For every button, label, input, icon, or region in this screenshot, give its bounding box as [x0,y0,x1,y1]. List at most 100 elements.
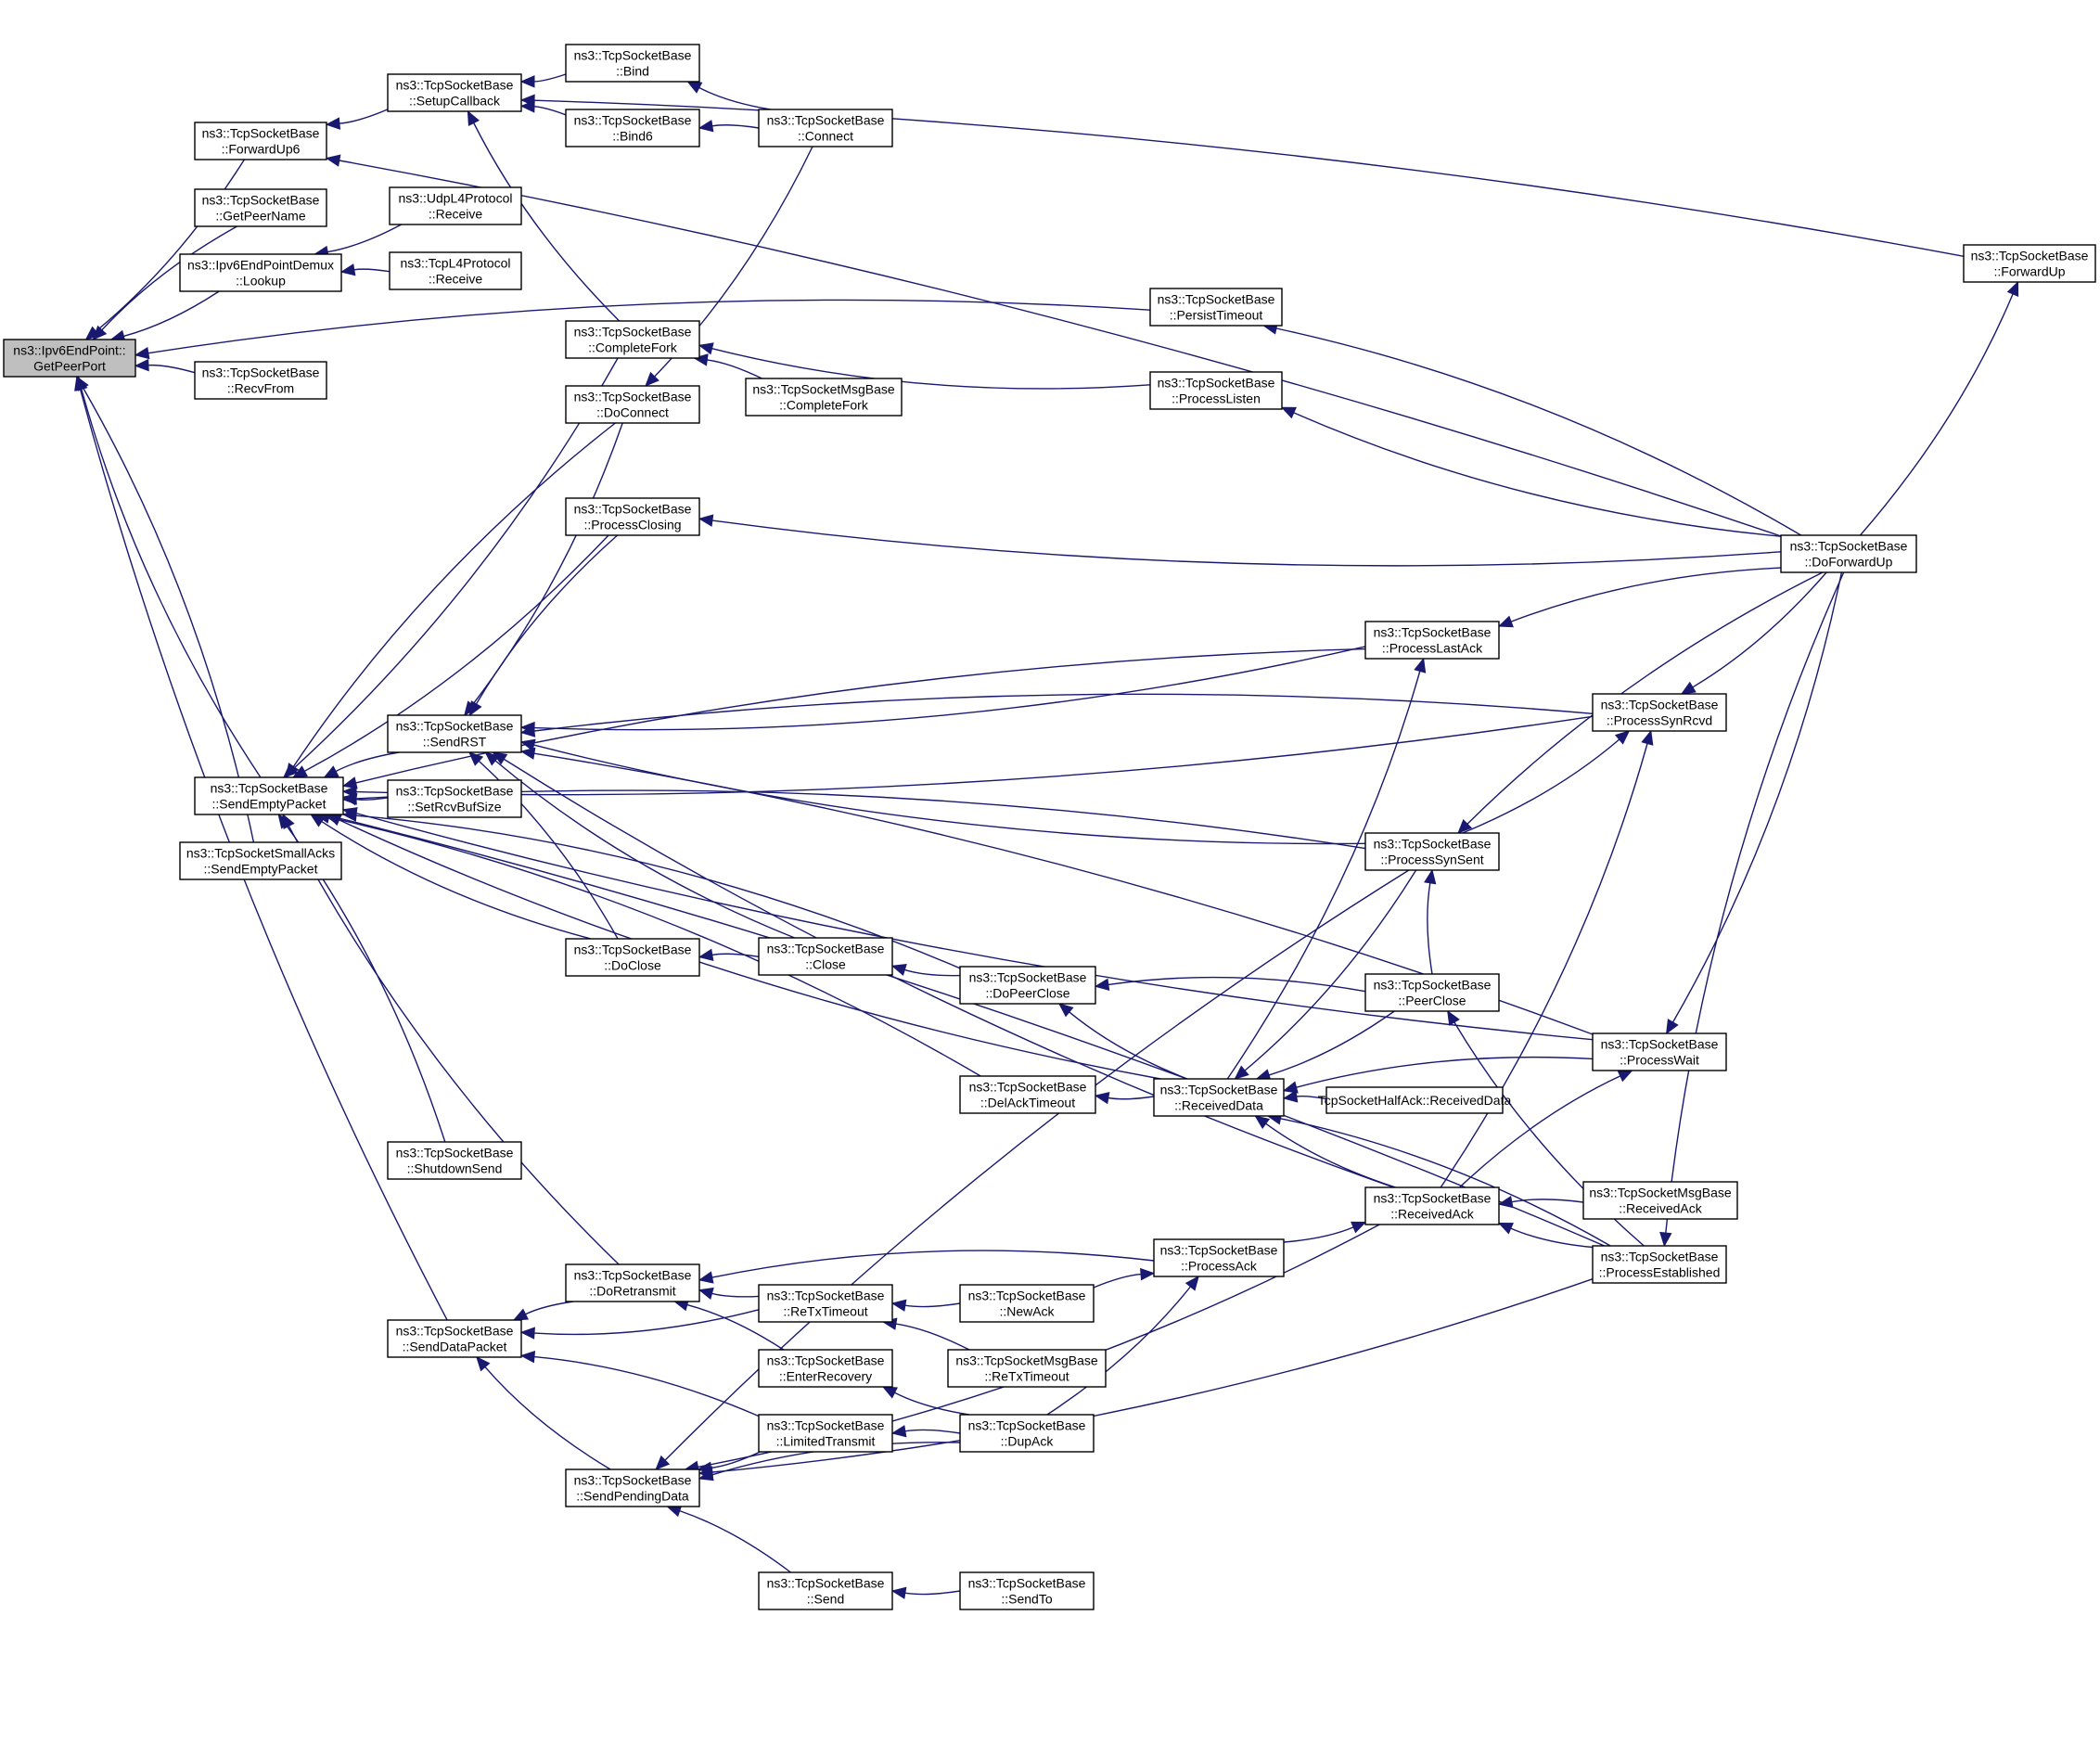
node-ns3-tcpsocketmsgbase-receivedack[interactable]: ns3::TcpSocketMsgBase::ReceivedAck [1582,1181,1738,1220]
edge-line [1046,1286,1191,1416]
edge-n20-to-n19 [1859,280,2019,536]
arrowhead [698,1466,714,1479]
node-ns3-tcpsocketbase-bind[interactable]: ns3::TcpSocketBase::Bind [565,44,700,83]
node-ns3-tcpsocketbase-enterrecovery[interactable]: ns3::TcpSocketBase::EnterRecovery [758,1349,893,1388]
node-ns3-tcpsocketbase-doconnect[interactable]: ns3::TcpSocketBase::DoConnect [565,385,700,424]
node-box [389,251,522,290]
node-box [387,779,522,818]
node-label: ns3::TcpSocketBase [1158,292,1275,307]
node-ns3-tcpsocketbase-processestablished[interactable]: ns3::TcpSocketBase::ProcessEstablished [1592,1245,1727,1284]
node-ns3-tcpsocketbase-receiveddata[interactable]: ns3::TcpSocketBase::ReceivedData [1153,1078,1285,1117]
arrowhead [519,747,536,760]
node-ns3-tcpsocketbase-newack[interactable]: ns3::TcpSocketBase::NewAck [959,1284,1095,1323]
node-ns3-tcpsocketbase-sendpendingdata[interactable]: ns3::TcpSocketBase::SendPendingData [565,1468,700,1507]
node-box [959,966,1096,1005]
node-ns3-tcpsocketbase-dopeerclose[interactable]: ns3::TcpSocketBase::DoPeerClose [959,966,1096,1005]
node-ns3-tcpsocketbase-processclosing[interactable]: ns3::TcpSocketBase::ProcessClosing [565,497,700,536]
node-box [194,188,327,227]
node-box [1153,1238,1285,1277]
arrowhead [1457,819,1473,834]
edge-n42-to-n41 [890,1299,961,1312]
node-ns3-tcpsocketbase-retxtimeout[interactable]: ns3::TcpSocketBase::ReTxTimeout [758,1284,893,1323]
node-ns3-tcpsocketbase-completefork[interactable]: ns3::TcpSocketBase::CompleteFork [565,320,700,359]
node-box [959,1284,1095,1323]
node-label: ::DoForwardUp [1805,555,1893,570]
node-ns3-tcpsocketbase-recvfrom[interactable]: ns3::TcpSocketBase::RecvFrom [194,361,327,400]
edge-line [471,422,623,706]
edge-line [147,299,1151,354]
node-ns3-tcpsocketbase-sendrst[interactable]: ns3::TcpSocketBase::SendRST [387,714,522,753]
node-ns3-tcpsocketbase-peerclose[interactable]: ns3::TcpSocketBase::PeerClose [1364,973,1500,1012]
node-ns3-tcpsocketbase-doforwardup[interactable]: ns3::TcpSocketBase::DoForwardUp [1780,534,1917,573]
node-ns3-tcpsocketmsgbase-retxtimeout[interactable]: ns3::TcpSocketMsgBase::ReTxTimeout [947,1349,1107,1388]
node-ns3-tcpsocketbase-forwardup[interactable]: ns3::TcpSocketBase::ForwardUp [1963,244,2096,283]
node-ns3-ipv6endpoint-getpeerport[interactable]: ns3::Ipv6EndPoint::GetPeerPort [3,339,136,378]
edge-n36-to-n31 [1459,1070,1633,1188]
node-ns3-tcpsocketbase-send[interactable]: ns3::TcpSocketBase::Send [758,1571,893,1610]
edge-n20-to-n21 [698,514,1782,567]
node-ns3-tcpsocketbase-forwardup6[interactable]: ns3::TcpSocketBase::ForwardUp6 [194,122,327,160]
node-label: ns3::TcpSocketMsgBase [955,1353,1098,1368]
node-ns3-tcpsocketbase-delacktimeout[interactable]: ns3::TcpSocketBase::DelAckTimeout [959,1075,1096,1114]
edge-line [1427,882,1433,975]
node-ns3-tcpsocketbase-processlisten[interactable]: ns3::TcpSocketBase::ProcessListen [1149,371,1283,410]
node-ns3-tcpsocketbase-sendto[interactable]: ns3::TcpSocketBase::SendTo [959,1571,1095,1610]
arrowhead [1447,1009,1460,1026]
node-ns3-tcpsocketbase-persisttimeout[interactable]: ns3::TcpSocketBase::PersistTimeout [1149,288,1283,327]
arrowhead [519,725,536,737]
node-ns3-tcpsocketbase-shutdownsend[interactable]: ns3::TcpSocketBase::ShutdownSend [387,1141,522,1180]
node-ns3-tcpsocketbase-receivedack[interactable]: ns3::TcpSocketBase::ReceivedAck [1364,1186,1500,1225]
arrowhead [92,325,108,340]
node-label: ::SendDataPacket [403,1340,507,1354]
node-ns3-tcpsocketbase-sendemptypacket[interactable]: ns3::TcpSocketBase::SendEmptyPacket [194,776,344,815]
node-ns3-ipv6endpointdemux-lookup[interactable]: ns3::Ipv6EndPointDemux::Lookup [179,253,342,292]
node-ns3-tcpsocketbase-dupack[interactable]: ns3::TcpSocketBase::DupAck [959,1414,1095,1453]
arrowhead [291,765,309,778]
node-ns3-tcpsocketbase-processack[interactable]: ns3::TcpSocketBase::ProcessAck [1153,1238,1285,1277]
edge-n33-to-n32 [1094,1091,1155,1105]
nodes: ns3::Ipv6EndPoint::GetPeerPortns3::TcpSo… [3,44,2096,1610]
node-ns3-tcpsocketbase-processlastack[interactable]: ns3::TcpSocketBase::ProcessLastAck [1364,621,1500,660]
edge-n20-to-n26 [1457,571,1824,834]
node-ns3-tcpsocketbase-connect[interactable]: ns3::TcpSocketBase::Connect [758,109,893,147]
node-label: ::ReceivedData [1174,1098,1263,1113]
node-label: ns3::TcpSocketBase [1971,249,2089,263]
edge-line [147,364,196,374]
node-label: ns3::TcpSocketMsgBase [752,382,895,397]
node-ns3-tcpsocketbase-senddatapacket[interactable]: ns3::TcpSocketBase::SendDataPacket [387,1319,522,1358]
node-box [1149,371,1283,410]
node-ns3-tcpsocketbase-bind6[interactable]: ns3::TcpSocketBase::Bind6 [565,109,700,147]
node-ns3-tcpsocketbase-getpeername[interactable]: ns3::TcpSocketBase::GetPeerName [194,188,327,227]
node-ns3-tcpsocketbase-setrcvbufsize[interactable]: ns3::TcpSocketBase::SetRcvBufSize [387,779,522,818]
edge-line [339,109,389,124]
node-ns3-tcpsocketbase-limitedtransmit[interactable]: ns3::TcpSocketBase::LimitedTransmit [758,1414,893,1453]
node-ns3-tcpsocketbase-close[interactable]: ns3::TcpSocketBase::Close [758,937,893,976]
edge-n20-to-n31 [1665,571,1843,1035]
node-box [565,1468,700,1507]
edge-n41-to-n38 [698,1287,760,1300]
edge-line [904,1302,961,1308]
node-ns3-tcpl4protocol-receive[interactable]: ns3::TcpL4Protocol::Receive [389,251,522,290]
node-ns3-tcpsocketbase-processwait[interactable]: ns3::TcpSocketBase::ProcessWait [1592,1032,1727,1071]
edge-n36-to-n22 [492,751,1394,1188]
node-ns3-tcpsocketbase-doclose[interactable]: ns3::TcpSocketBase::DoClose [565,938,700,977]
node-tcpsockethalfack-receiveddata[interactable]: TcpSocketHalfAck::ReceivedData [1318,1086,1512,1114]
node-ns3-tcpsocketbase-processsynsent[interactable]: ns3::TcpSocketBase::ProcessSynSent [1364,832,1500,871]
edge-line [711,348,1151,390]
node-ns3-tcpsocketmsgbase-completefork[interactable]: ns3::TcpSocketMsgBase::CompleteFork [745,378,903,417]
node-ns3-tcpsocketsmallacks-sendemptypacket[interactable]: ns3::TcpSocketSmallAcks::SendEmptyPacket [179,841,342,880]
node-ns3-udpl4protocol-receive[interactable]: ns3::UdpL4Protocol::Receive [389,186,522,225]
edge-line [123,290,220,338]
node-ns3-tcpsocketbase-processsynrcvd[interactable]: ns3::TcpSocketBase::ProcessSynRcvd [1592,693,1727,732]
edge-n13-to-n12 [698,120,760,133]
node-label: ::ForwardUp [1993,264,2065,279]
node-label: ns3::TcpSocketBase [202,193,320,208]
edge-n13-to-n11 [686,81,771,110]
node-label: ::ProcessWait [1620,1053,1699,1068]
edge-n15-to-n5 [285,422,616,779]
node-label: ns3::TcpSocketBase [767,1418,885,1433]
node-label: ns3::TcpSocketBase [767,1353,885,1368]
arrowhead [519,1350,536,1364]
node-ns3-tcpsocketbase-doretransmit[interactable]: ns3::TcpSocketBase::DoRetransmit [565,1263,700,1302]
node-ns3-tcpsocketbase-setupcallback[interactable]: ns3::TcpSocketBase::SetupCallback [387,73,522,112]
